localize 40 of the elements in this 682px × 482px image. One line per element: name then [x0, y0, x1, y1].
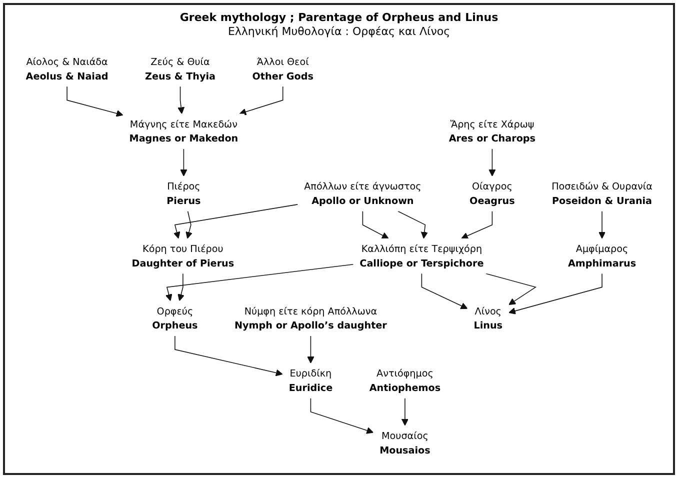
arrow [461, 210, 492, 240]
arrow [177, 86, 184, 114]
node-text: Αίολος & Ναιάδα Aeolus & Naiad [26, 56, 108, 82]
node-text: Αμφίμαρος Amphimarus [568, 243, 636, 269]
node-text: Κόρη του Πιέρου Daughter of Pierus [132, 243, 234, 269]
node-text: Άλλοι Θεοί Other Gods [252, 56, 314, 82]
arrow [310, 398, 374, 434]
arrow [488, 148, 496, 176]
arrow [178, 273, 184, 302]
arrow [165, 264, 354, 302]
node-text: Ποσειδών & Ουρανία Poseidon & Urania [551, 180, 652, 206]
subtitle: Ελληνική Μυθολογία : Ορφέας και Λίνος [226, 25, 452, 39]
node-text: Λίνος Linus [474, 306, 502, 332]
node-text: Ευριδίκη Euridice [288, 368, 332, 394]
arrow [485, 273, 536, 306]
arrow [401, 398, 408, 426]
node-text: Καλλιόπη είτε Τερψιχόρη Calliope or Terspichore [360, 243, 484, 269]
arrow [397, 210, 428, 239]
node-text: Αντιόφημος Antiophemos [369, 368, 440, 394]
arrow [239, 86, 284, 116]
arrow [173, 204, 298, 239]
node-text: Απόλλων είτε άγνωστος Apollo or Unknown [304, 180, 422, 206]
arrow [421, 273, 468, 310]
arrow [174, 336, 283, 376]
node-text: Ορφεύς Orpheus [152, 306, 198, 332]
arrow [598, 210, 606, 239]
node-text: Οίαγρος Oeagrus [469, 180, 515, 206]
node-text: Ἄρης είτε Χάρωψ Ares or Charops [448, 118, 536, 144]
node-text: Νύμφη είτε κόρη Απόλλωνα Nymph or Apollo’s daughter [234, 306, 387, 332]
node-text: Μουσαίος Mousaios [379, 430, 430, 456]
node-text: Πιέρος Pierus [166, 180, 201, 206]
title: Greek mythology ; Parentage of Orpheus and Linus [178, 11, 500, 25]
node-text: Ζεύς & Θυία Zeus & Thyia [144, 56, 216, 82]
arrow [180, 148, 188, 176]
arrow [508, 273, 602, 314]
arrow [66, 86, 124, 117]
arrow [186, 210, 192, 239]
arrow [362, 210, 389, 239]
node-text: Μάγνης είτε Μακεδών Magnes or Makedon [129, 118, 238, 144]
arrow [307, 336, 314, 364]
